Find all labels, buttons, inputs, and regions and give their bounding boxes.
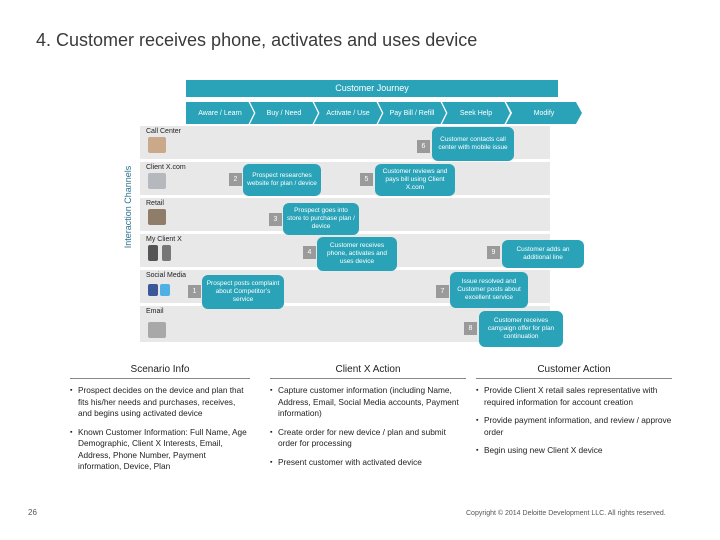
client-x-action-column: Client X Action Capture customer informa… [270,364,466,475]
column-title: Customer Action [476,364,672,379]
step-3-badge: 3 [269,213,282,226]
step-9-callout: Customer adds an additional line [502,240,584,268]
list-item: Provide payment information, and review … [476,415,672,438]
interaction-channels-label: Interaction Channels [123,165,133,249]
step-4-badge: 4 [303,246,316,259]
lane-label: Client X.com [146,164,186,171]
list-item: Provide Client X retail sales representa… [476,385,672,408]
step-6-badge: 6 [417,140,430,153]
step-8-badge: 8 [464,322,477,335]
step-2-badge: 2 [229,173,242,186]
step-6-callout: Customer contacts call center with mobil… [432,127,514,161]
step-5-badge: 5 [360,173,373,186]
smartphone-icon [162,245,171,261]
smartphone-icon [148,245,158,261]
step-5-callout: Customer reviews and pays bill using Cli… [375,164,455,196]
step-1-badge: 1 [188,285,201,298]
step-7-callout: Issue resolved and Customer posts about … [450,272,528,308]
copyright-notice: Copyright © 2014 Deloitte Development LL… [466,510,666,517]
column-title: Scenario Info [70,364,250,379]
email-icon [148,322,166,338]
step-4-callout: Customer receives phone, activates and u… [317,237,397,271]
lane-label: My Client X [146,236,182,243]
stage-modify: Modify [506,102,582,124]
call-center-agent-icon [148,137,166,153]
scenario-info-column: Scenario Info Prospect decides on the de… [70,364,250,480]
stage-aware-learn: Aware / Learn [186,102,254,124]
stage-seek-help: Seek Help [442,102,510,124]
retail-store-icon [148,209,166,225]
lane-label: Email [146,308,164,315]
facebook-icon [148,284,158,296]
laptop-icon [148,173,166,189]
lane-label: Retail [146,200,164,207]
list-item: Begin using new Client X device [476,445,672,457]
list-item: Prospect decides on the device and plan … [70,385,250,420]
list-item: Create order for new device / plan and s… [270,427,466,450]
step-8-callout: Customer receives campaign offer for pla… [479,311,563,347]
step-1-callout: Prospect posts complaint about Competito… [202,275,284,309]
lane-label: Call Center [146,128,182,135]
list-item: Capture customer information (including … [270,385,466,420]
stage-buy-need: Buy / Need [250,102,318,124]
lane-client-x-com: Client X.com [140,162,550,196]
stage-activate-use: Activate / Use [314,102,382,124]
page-number: 26 [28,508,37,517]
twitter-icon [160,284,170,296]
lane-label: Social Media [146,272,187,279]
page-title: 4. Customer receives phone, activates an… [36,30,478,50]
customer-action-column: Customer Action Provide Client X retail … [476,364,672,464]
step-7-badge: 7 [436,285,449,298]
stage-pay-bill-refill: Pay Bill / Refill [378,102,446,124]
step-9-badge: 9 [487,246,500,259]
list-item: Known Customer Information: Full Name, A… [70,427,250,473]
column-title: Client X Action [270,364,466,379]
step-2-callout: Prospect researches website for plan / d… [243,164,321,196]
step-3-callout: Prospect goes into store to purchase pla… [283,203,359,235]
customer-journey-header: Customer Journey [186,80,558,97]
list-item: Present customer with activated device [270,457,466,469]
